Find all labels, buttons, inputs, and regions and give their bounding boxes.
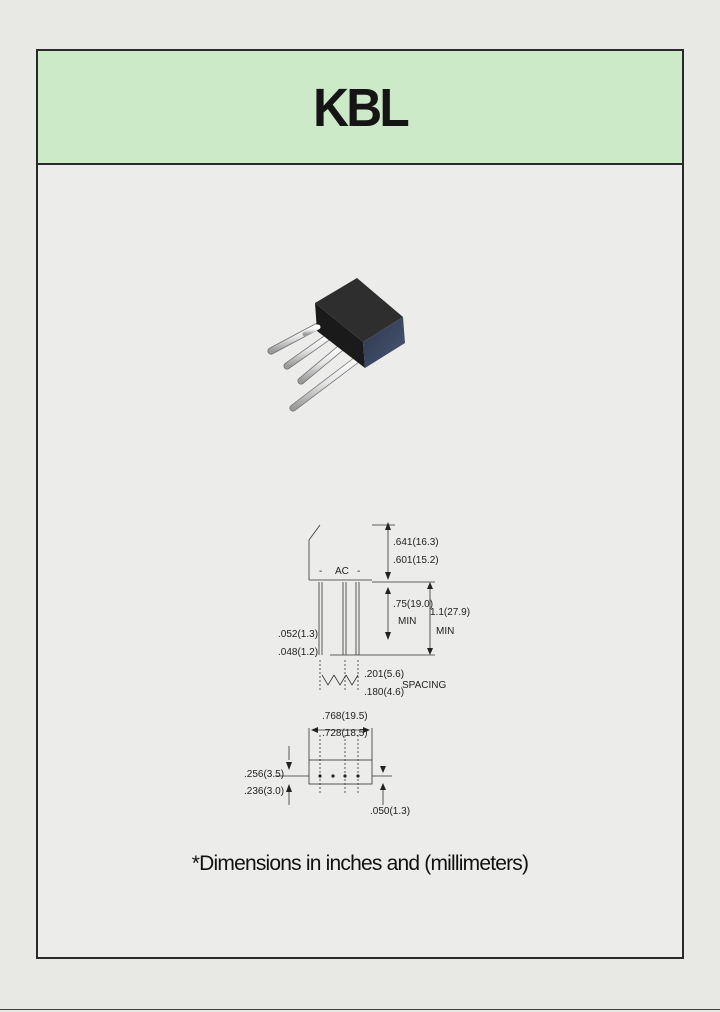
dimension-drawing: - AC - .641(16.3) .601(15.2) .75(19.0) M…	[244, 522, 470, 817]
spacing-min: .180(4.6)	[364, 687, 404, 698]
dimensions-footnote: *Dimensions in inches and (millimeters)	[191, 852, 529, 875]
lead-width-min: .048(1.2)	[278, 647, 318, 658]
pin-label-ac: AC	[335, 566, 349, 577]
lead-length-a: .75(19.0)	[393, 599, 433, 610]
width-max: .768(19.5)	[322, 711, 368, 722]
bottom-divider	[0, 1009, 720, 1010]
kbl-package-icon	[267, 278, 405, 412]
lead-length-b: 1.1(27.9)	[430, 607, 470, 618]
spacing-label: SPACING	[402, 680, 446, 691]
body-outline	[308, 524, 321, 580]
pin-label-minus-1: -	[319, 566, 322, 577]
lead-pins	[267, 321, 363, 412]
thickness-max: .256(3.5)	[244, 769, 284, 780]
width-min: .728(18.5)	[322, 728, 368, 739]
body-height-min: .601(15.2)	[393, 555, 439, 566]
thickness-min: .236(3.0)	[244, 786, 284, 797]
lead-width-max: .052(1.3)	[278, 629, 318, 640]
pin-offset: .050(1.3)	[370, 806, 410, 817]
lead-length-b-note: MIN	[436, 626, 454, 637]
body-height-max: .641(16.3)	[393, 537, 439, 548]
package-title: KBL	[313, 78, 410, 138]
spacing-max: .201(5.6)	[364, 669, 404, 680]
lead-length-a-note: MIN	[398, 616, 416, 627]
pin-label-minus-2: -	[357, 566, 360, 577]
datasheet-panel: KBL	[36, 49, 684, 959]
header-band: KBL	[38, 51, 682, 165]
